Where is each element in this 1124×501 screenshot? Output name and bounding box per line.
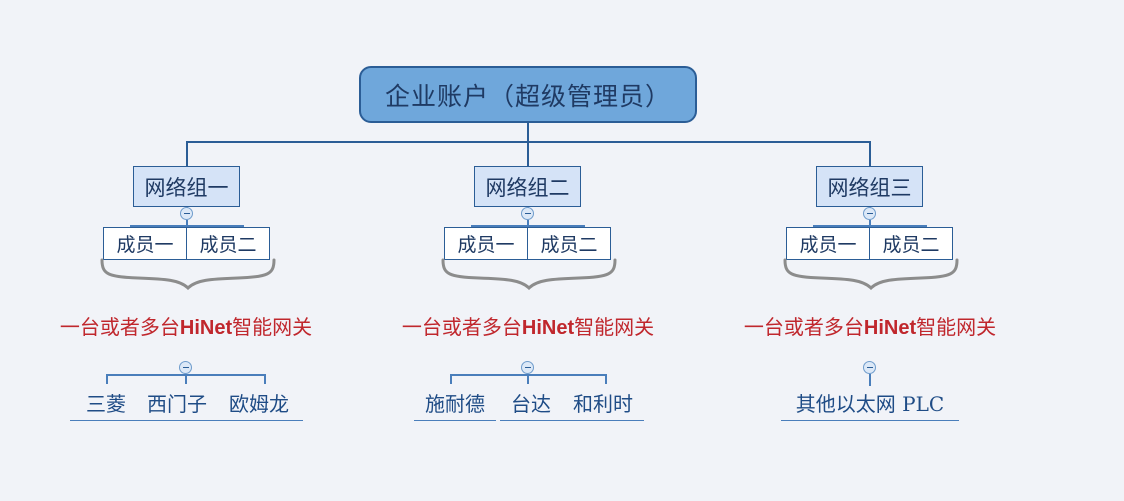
gateway-caption-suffix: 智能网关 — [916, 315, 997, 339]
group-node-network-group-2[interactable]: 网络组二 — [474, 166, 581, 207]
gateway-caption-group-3: 一台或者多台HiNet智能网关 — [710, 311, 1030, 340]
plc-item-g1-2[interactable]: 西门子 — [134, 388, 220, 421]
connector-plc2-drop-2 — [527, 374, 529, 384]
plc-item-label: 西门子 — [147, 392, 207, 416]
connector-group2-member-bus — [471, 225, 584, 227]
connector-group1-member-drop-2 — [242, 225, 244, 228]
connector-plc2-drop-1 — [450, 374, 452, 384]
plc-item-label: 和利时 — [573, 392, 633, 416]
plc-item-g1-3[interactable]: 欧姆龙 — [215, 388, 303, 421]
minus-circle-icon-group-1[interactable] — [180, 207, 193, 220]
group-node-label: 网络组三 — [827, 175, 912, 200]
connector-drop-group-3 — [869, 141, 871, 167]
connector-group3-member-drop-2 — [925, 225, 927, 228]
connector-group2-stem-lower — [527, 220, 529, 226]
member-node-label: 成员二 — [199, 234, 257, 256]
gateway-caption-prefix: 一台或者多台 — [743, 315, 864, 339]
plc-item-g2-1[interactable]: 施耐德 — [414, 388, 496, 421]
connector-root-stem — [527, 123, 529, 142]
connector-group3-stem-lower — [869, 220, 871, 226]
plc-item-label: 台达 — [511, 392, 551, 416]
plc-item-label: 三菱 — [86, 392, 126, 416]
root-node-enterprise-account[interactable]: 企业账户（超级管理员） — [359, 66, 697, 123]
gateway-caption-prefix: 一台或者多台 — [59, 315, 180, 339]
member-node-label: 成员一 — [116, 234, 174, 256]
minus-circle-icon-group-3[interactable] — [863, 207, 876, 220]
group-node-label: 网络组一 — [144, 175, 229, 200]
gateway-caption-brand: HiNet — [521, 317, 575, 339]
brace-group-1 — [100, 258, 276, 290]
plc-item-g1-1[interactable]: 三菱 — [70, 388, 142, 421]
gateway-caption-suffix: 智能网关 — [232, 315, 313, 339]
member-node-g2-m1[interactable]: 成员一 — [444, 227, 528, 260]
plc-item-g3-1[interactable]: 其他以太网 PLC — [781, 388, 959, 421]
connector-group2-member-drop-1 — [471, 225, 473, 228]
gateway-caption-brand: HiNet — [863, 317, 917, 339]
gateway-caption-brand: HiNet — [179, 317, 233, 339]
connector-group1-member-bus — [130, 225, 243, 227]
connector-group3-member-bus — [813, 225, 926, 227]
brace-group-3 — [783, 258, 959, 290]
group-node-network-group-1[interactable]: 网络组一 — [133, 166, 240, 207]
member-node-g3-m1[interactable]: 成员一 — [786, 227, 870, 260]
plc-item-label: 施耐德 — [425, 392, 485, 416]
plc-item-g2-2[interactable]: 台达 — [500, 388, 562, 421]
plc-item-label: 欧姆龙 — [229, 392, 289, 416]
gateway-caption-group-2: 一台或者多台HiNet智能网关 — [368, 311, 688, 340]
group-node-network-group-3[interactable]: 网络组三 — [816, 166, 923, 207]
minus-circle-icon-plc-1[interactable] — [179, 361, 192, 374]
minus-circle-icon-plc-2[interactable] — [521, 361, 534, 374]
root-node-label: 企业账户（超级管理员） — [384, 81, 671, 111]
connector-plc1-drop-1 — [106, 374, 108, 384]
connector-group1-stem-lower — [186, 220, 188, 226]
connector-group2-member-drop-2 — [583, 225, 585, 228]
plc-item-label: 其他以太网 PLC — [795, 392, 945, 416]
connector-plc1-drop-2 — [185, 374, 187, 384]
member-node-g2-m2[interactable]: 成员二 — [527, 227, 611, 260]
member-node-g1-m2[interactable]: 成员二 — [186, 227, 270, 260]
member-node-g3-m2[interactable]: 成员二 — [869, 227, 953, 260]
member-node-label: 成员二 — [540, 234, 598, 256]
plc-item-g2-3[interactable]: 和利时 — [562, 388, 644, 421]
minus-circle-icon-plc-3[interactable] — [863, 361, 876, 374]
connector-group1-member-drop-1 — [130, 225, 132, 228]
member-node-label: 成员一 — [457, 234, 515, 256]
member-node-label: 成员二 — [882, 234, 940, 256]
connector-group3-member-drop-1 — [813, 225, 815, 228]
connector-drop-group-2 — [527, 141, 529, 167]
gateway-caption-prefix: 一台或者多台 — [401, 315, 522, 339]
connector-plc3-stem — [869, 374, 871, 386]
member-node-label: 成员一 — [799, 234, 857, 256]
member-node-g1-m1[interactable]: 成员一 — [103, 227, 187, 260]
group-node-label: 网络组二 — [485, 175, 570, 200]
gateway-caption-group-1: 一台或者多台HiNet智能网关 — [26, 311, 346, 340]
minus-circle-icon-group-2[interactable] — [521, 207, 534, 220]
gateway-caption-suffix: 智能网关 — [574, 315, 655, 339]
brace-group-2 — [441, 258, 617, 290]
connector-plc1-drop-3 — [264, 374, 266, 384]
connector-drop-group-1 — [186, 141, 188, 167]
connector-plc2-drop-3 — [605, 374, 607, 384]
